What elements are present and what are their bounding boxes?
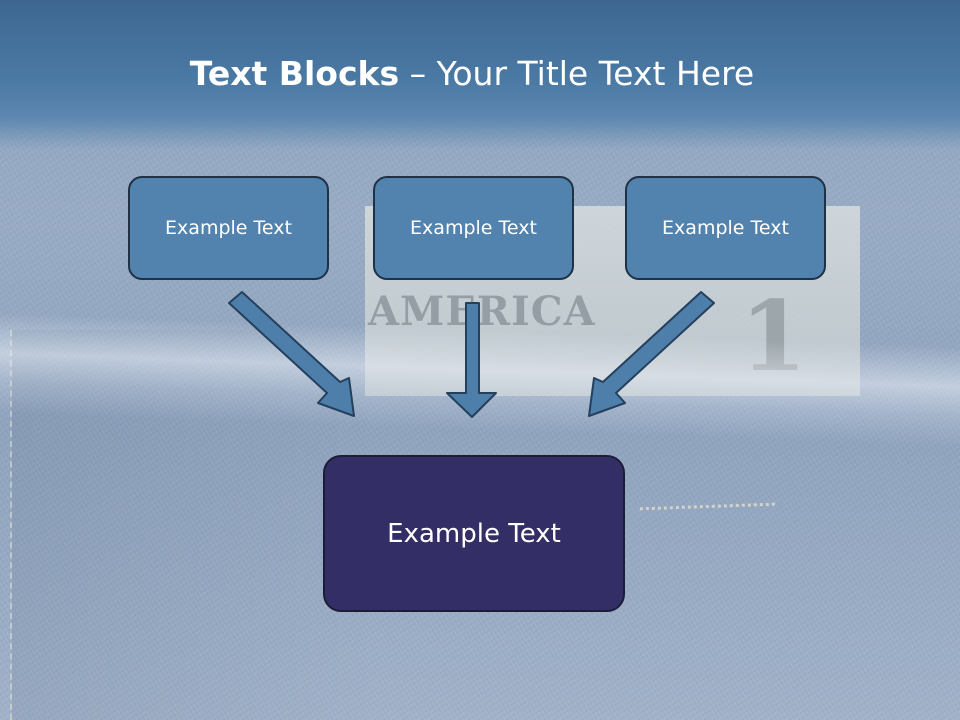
slide-title: Text Blocks – Your Title Text Here <box>0 54 944 93</box>
slide-title-bold: Text Blocks <box>189 54 400 93</box>
text-block-center[interactable]: Example Text <box>373 176 574 280</box>
text-block-right-label: Example Text <box>662 217 789 239</box>
text-block-center-label: Example Text <box>410 217 537 239</box>
text-block-left-label: Example Text <box>165 217 292 239</box>
text-block-right[interactable]: Example Text <box>625 176 826 280</box>
text-block-main[interactable]: Example Text <box>323 455 625 612</box>
slide-title-rest: Your Title Text Here <box>436 54 755 93</box>
header-band <box>0 0 960 150</box>
text-block-main-label: Example Text <box>387 518 561 549</box>
text-block-left[interactable]: Example Text <box>128 176 329 280</box>
slide-title-separator: – <box>399 54 437 93</box>
stitch-decoration <box>639 502 776 521</box>
